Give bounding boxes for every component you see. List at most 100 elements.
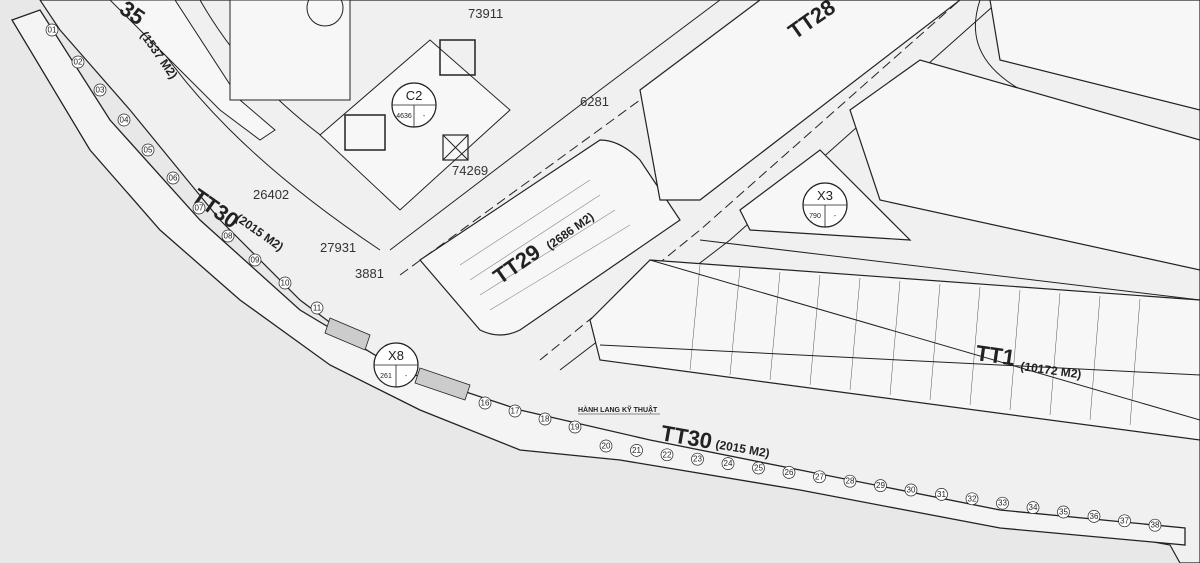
- tt30-lot-38-circle: [1148, 518, 1162, 532]
- facility-box-top: [229, 0, 351, 101]
- tt30-lot-09-circle: [248, 253, 262, 267]
- tt30-lot-09: 09: [251, 256, 260, 265]
- tt30-lot-26-circle: [782, 466, 796, 479]
- tt30-lot-25-circle: [752, 461, 765, 475]
- tt30-lot-32-circle: [965, 492, 979, 506]
- tt30-lot-29-circle: [874, 479, 887, 492]
- x3-code: X3: [817, 188, 833, 203]
- tt30-lot-37: 37: [1120, 516, 1129, 525]
- tt30-lot-11: 11: [313, 304, 322, 313]
- tt30-lot-36-circle: [1087, 510, 1101, 523]
- corridor-hatch-1: [324, 317, 371, 351]
- tt30-lot-03-circle: [93, 83, 107, 97]
- tt30-lot-23-circle: [691, 452, 704, 466]
- tt30-upper-lots: 01 02 03 04 05 06 07 08 09 10 11: [45, 23, 324, 315]
- tt30-lot-07-circle: [192, 201, 206, 215]
- tt30-lot-32: 32: [968, 494, 977, 503]
- tt28-block: [639, 0, 961, 201]
- tt1-code: TT1: [974, 340, 1016, 370]
- tt30-lot-23: 23: [693, 455, 702, 464]
- tt35-block: [109, 0, 276, 141]
- tt30-lot-10-circle: [278, 276, 292, 290]
- marker-6281: 6281: [580, 94, 609, 109]
- corridor-label: HÀNH LANG KỸ THUẬT: [578, 405, 658, 414]
- tt30-lot-18-circle: [538, 412, 552, 426]
- c2-extra: -: [423, 113, 426, 120]
- tt30-lot-20-circle: [599, 439, 613, 453]
- tt30-strip: [11, 9, 1186, 546]
- tt30-lot-27-circle: [813, 470, 826, 484]
- tt30-lot-02-circle: [71, 55, 85, 69]
- tt30-lot-24: 24: [724, 459, 733, 468]
- tt30-lot-16-circle: [478, 396, 492, 410]
- tt30-lot-27: 27: [815, 472, 824, 481]
- tt30-lot-34: 34: [1029, 503, 1038, 512]
- tt30-lot-22: 22: [663, 450, 672, 459]
- tt30-lot-16: 16: [481, 399, 490, 408]
- marker-26402: 26402: [253, 187, 289, 202]
- tt30-lot-01-circle: [45, 23, 59, 37]
- tt30-lot-34-circle: [1026, 501, 1040, 514]
- tt30-lot-21: 21: [632, 446, 641, 455]
- tt30-lot-03: 03: [96, 86, 105, 95]
- tt30-lot-21-circle: [630, 444, 643, 457]
- x3-area: 790: [809, 213, 821, 220]
- x3-marker: X3 790 -: [802, 182, 848, 228]
- tt30-lot-02: 02: [74, 58, 83, 67]
- x8-extra: -: [405, 373, 408, 380]
- marker-74269: 74269: [452, 163, 488, 178]
- marker-73911: 73911: [468, 6, 503, 21]
- tt30-lot-24-circle: [721, 457, 735, 470]
- road-line-3: [389, 0, 721, 251]
- corridor-hatch-2: [414, 367, 471, 401]
- tt30-lot-06-circle: [166, 171, 180, 185]
- x3-extra: -: [834, 213, 837, 220]
- x8-marker: X8 261 -: [373, 342, 419, 388]
- c2-area: 4636: [396, 113, 412, 120]
- c2-marker: C2 4636 -: [391, 82, 437, 128]
- tt30-lot-20: 20: [602, 442, 611, 451]
- tt30-lot-08-circle: [221, 229, 235, 243]
- tt30-lot-26: 26: [785, 468, 794, 477]
- tt30-lot-30: 30: [907, 486, 916, 495]
- tt30-lot-36: 36: [1090, 512, 1099, 521]
- tt30-lot-35: 35: [1059, 508, 1068, 517]
- tt30-lot-28-circle: [843, 474, 857, 488]
- tt30-lot-30-circle: [904, 483, 918, 497]
- tt30-lot-33: 33: [998, 499, 1007, 508]
- tt30-lot-33-circle: [996, 496, 1009, 510]
- tt30-lot-25: 25: [754, 464, 763, 473]
- tt30-lot-17: 17: [511, 407, 520, 416]
- tt30-lot-10: 10: [281, 279, 290, 288]
- tt30-lot-05: 05: [144, 146, 153, 155]
- road-line-5: [699, 239, 1200, 301]
- tt30-lot-05-circle: [141, 143, 155, 157]
- tt1-block: [589, 259, 1200, 441]
- tt30-lot-22-circle: [660, 448, 674, 462]
- x8-code: X8: [388, 348, 404, 363]
- field-circle: [306, 0, 344, 27]
- x8-area: 261: [380, 373, 392, 380]
- tt30-lot-08: 08: [224, 232, 233, 241]
- tt30-lot-04: 04: [120, 116, 129, 125]
- tt30-lot-01: 01: [48, 26, 57, 35]
- tt30-lot-31: 31: [937, 490, 946, 499]
- tt30-lot-37-circle: [1118, 514, 1131, 528]
- tt30-lot-04-circle: [117, 113, 131, 127]
- marker-3881: 3881: [355, 266, 384, 281]
- tt30-lot-35-circle: [1057, 505, 1070, 519]
- tt30-lot-07: 07: [195, 204, 204, 213]
- tt30-lot-38: 38: [1151, 521, 1160, 530]
- c2-code: C2: [406, 88, 423, 103]
- tt30-lot-17-circle: [508, 404, 522, 418]
- tt30-lot-31-circle: [935, 488, 948, 501]
- tt30-lot-19: 19: [571, 423, 580, 432]
- tt29-block: [419, 139, 681, 336]
- tt30-lot-06: 06: [169, 174, 178, 183]
- tt30-lot-29: 29: [876, 481, 885, 490]
- marker-27931: 27931: [320, 240, 356, 255]
- tt30-lot-28: 28: [846, 477, 855, 486]
- tt30-lot-11-circle: [310, 301, 324, 315]
